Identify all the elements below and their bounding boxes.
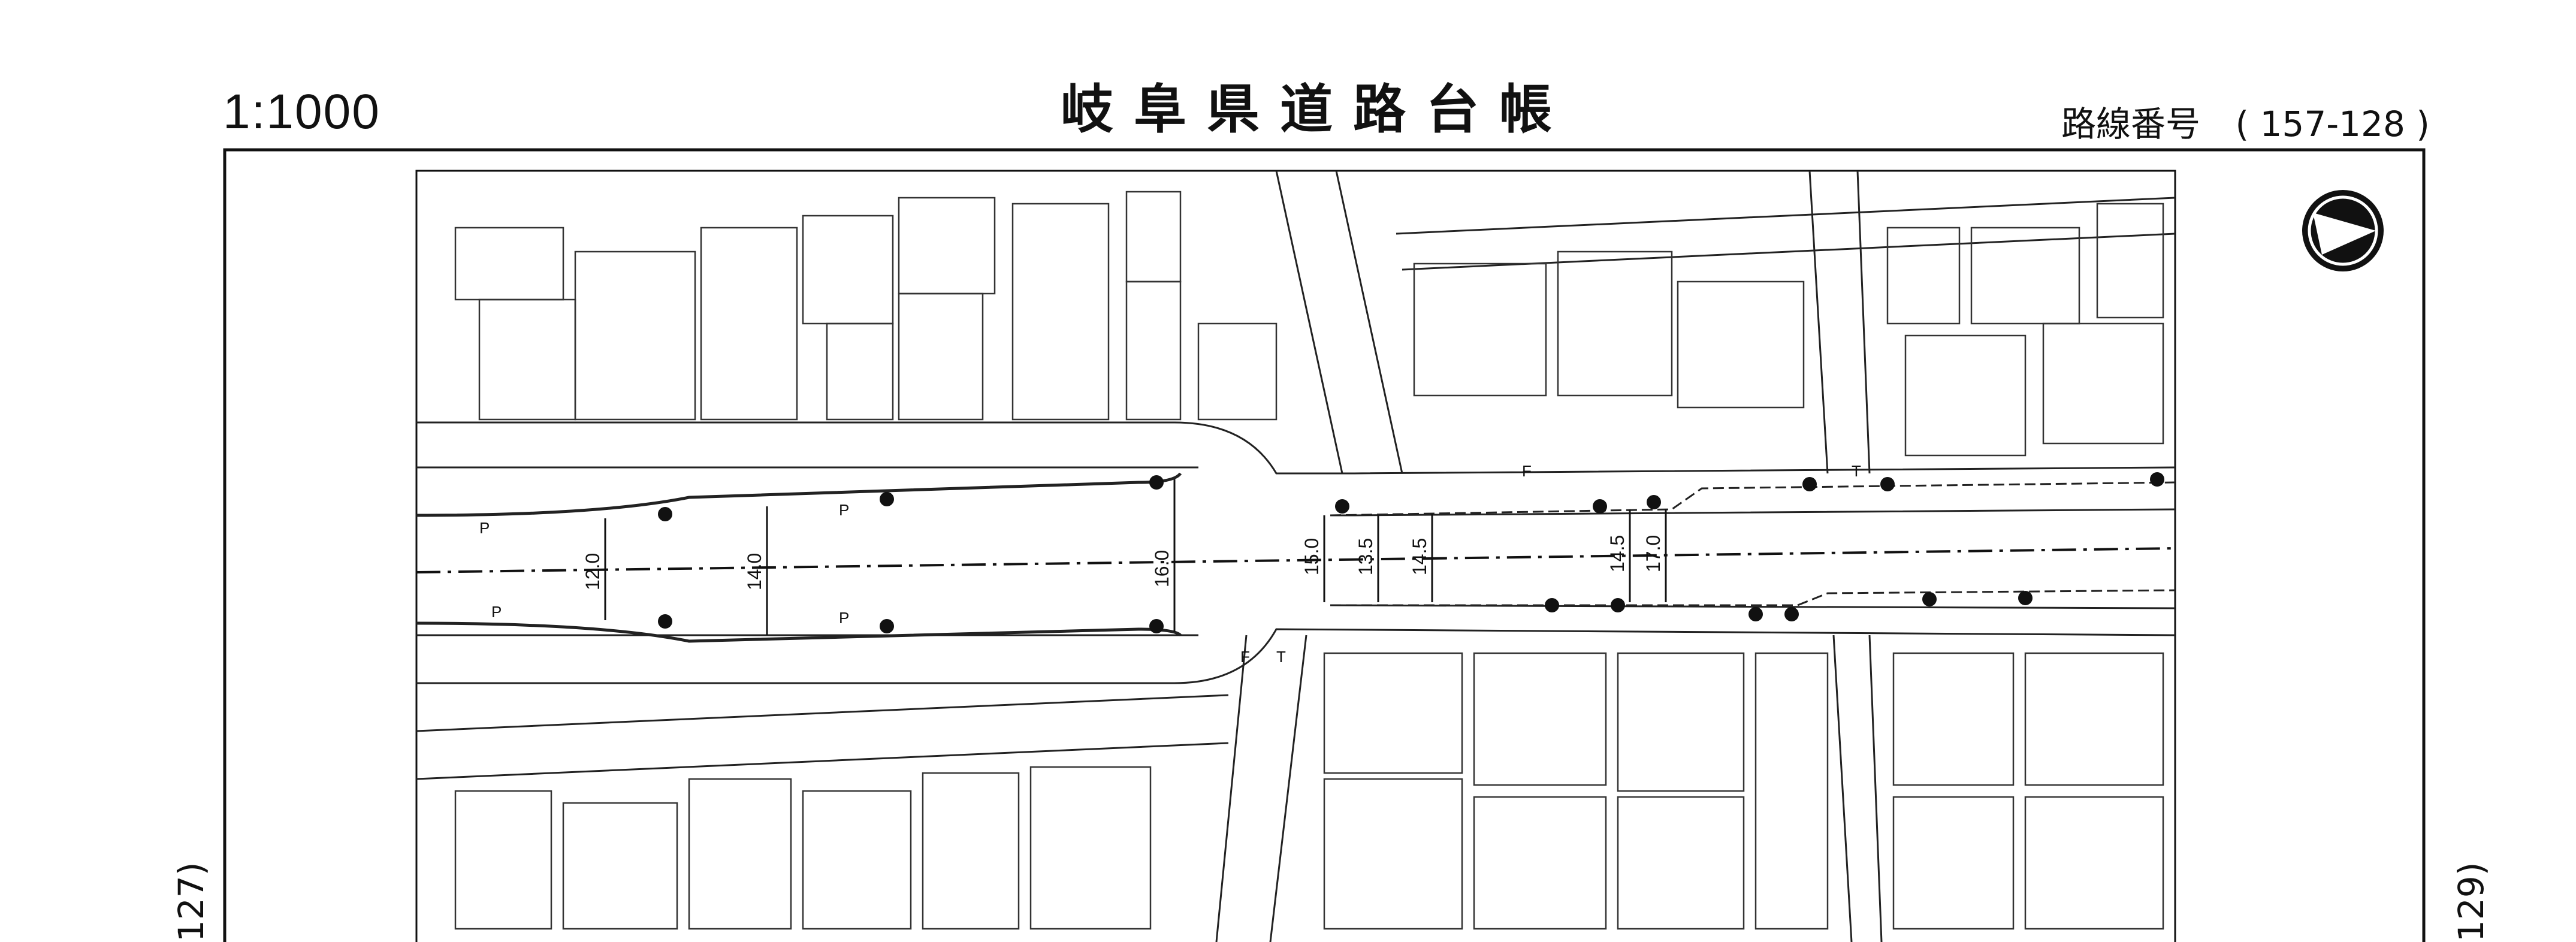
map-inner-frame	[415, 170, 2176, 942]
width-label: 17.0	[1642, 535, 1664, 572]
width-label: 14.5	[1409, 538, 1430, 575]
building-lots-south	[454, 652, 2164, 930]
map-symbols: P P P P F F T T	[479, 462, 1861, 666]
road-centerline	[416, 547, 2176, 573]
parking-symbol: P	[491, 603, 502, 621]
route-number-value: ( 157-128 )	[2235, 104, 2430, 144]
width-label: 16.0	[1151, 550, 1173, 587]
map-frame	[223, 148, 2426, 942]
width-label: 14.5	[1606, 535, 1628, 572]
telephone-symbol: T	[1276, 648, 1286, 666]
route-number-block: 路線番号 ( 157-128 )	[2061, 96, 2430, 146]
width-label: 14.0	[744, 553, 765, 590]
width-labels: 12.0 14.0 16.0 15.0 13.5 14.5 14.5 17.0	[582, 535, 1664, 590]
utility-poles	[658, 472, 2164, 633]
width-label: 15.0	[1301, 538, 1322, 575]
cross-streets	[416, 170, 2176, 942]
width-label: 13.5	[1355, 538, 1376, 575]
building-lots-north	[454, 191, 2164, 457]
parking-symbol: P	[839, 501, 849, 519]
width-label: 12.0	[582, 553, 603, 590]
hydrant-symbol: F	[1522, 462, 1532, 480]
width-dimension-lines	[604, 479, 1667, 635]
page-title: 岐阜県道路台帳	[1061, 78, 1573, 140]
main-road	[416, 421, 2176, 684]
parking-symbol: P	[479, 519, 490, 537]
map-scale: 1:1000	[223, 84, 380, 139]
north-arrow-icon	[2302, 190, 2384, 271]
hydrant-symbol: F	[1240, 648, 1250, 666]
parking-symbol: P	[839, 609, 849, 627]
telephone-symbol: T	[1852, 462, 1861, 480]
route-number-label: 路線番号	[2061, 104, 2201, 144]
